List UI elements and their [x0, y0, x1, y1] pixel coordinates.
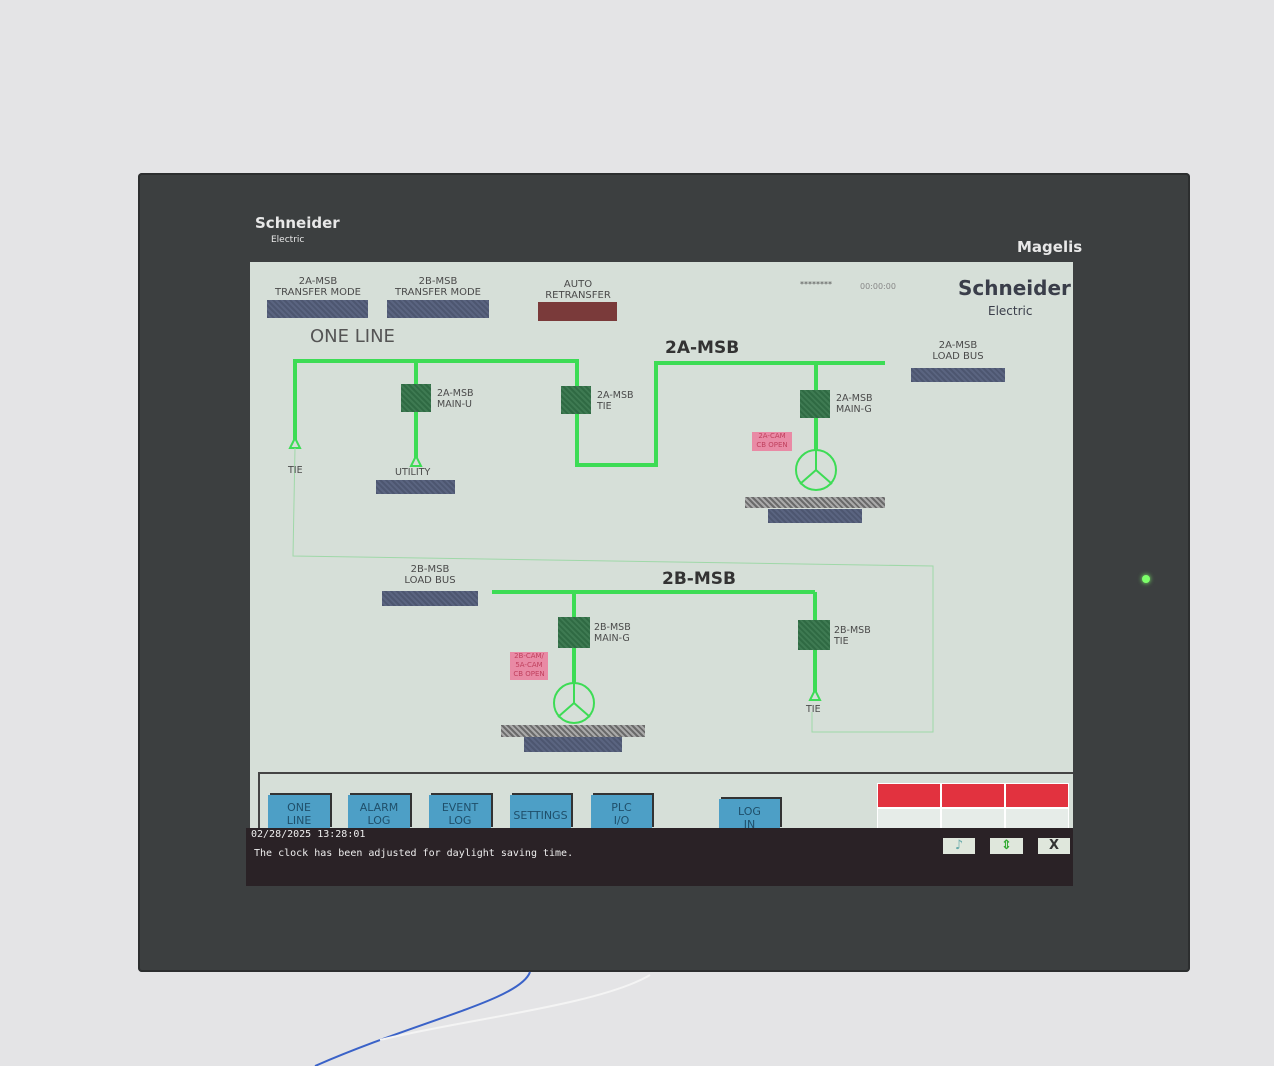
generator-2a-status: [745, 497, 885, 508]
model-label: Magelis: [1017, 238, 1083, 256]
nav-settings[interactable]: SETTINGS: [510, 795, 571, 829]
utility-label: UTILITY: [395, 467, 431, 478]
alarm-indicator-3[interactable]: [1005, 783, 1069, 808]
breaker-2a-tie[interactable]: [561, 386, 591, 414]
cable-blue: [314, 971, 531, 1066]
tie-2a-label: TIE: [288, 465, 303, 476]
utility-value: [376, 480, 455, 494]
message-text: The clock has been adjusted for daylight…: [254, 848, 574, 859]
auto-retransfer-value[interactable]: [538, 302, 617, 321]
user-field: ********: [800, 280, 832, 289]
tie-arrow-icons: [288, 435, 822, 701]
generator-2a-value: [768, 509, 862, 523]
tie-link: [292, 447, 934, 733]
breaker-2a-main-g[interactable]: [800, 390, 830, 418]
tie-2b-label: TIE: [806, 704, 821, 715]
cable-white: [379, 974, 651, 1041]
breaker-2a-main-u[interactable]: [401, 384, 431, 412]
generator-2b-status: [501, 725, 645, 737]
acknowledge-button[interactable]: ♪: [943, 838, 975, 854]
bell-icon: ♪: [954, 838, 964, 853]
bus-2b-title: 2B-MSB: [662, 569, 736, 589]
alarm-indicator-1[interactable]: [877, 783, 941, 808]
breaker-2b-tie[interactable]: [798, 620, 830, 650]
alarm-indicator-2[interactable]: [941, 783, 1005, 808]
message-timestamp: 02/28/2025 13:28:01: [251, 829, 366, 840]
breaker-2b-main-g[interactable]: [558, 617, 590, 648]
up-down-arrow-icon: ⇕: [1001, 838, 1012, 853]
clock: 00:00:00: [860, 282, 896, 291]
nav-divider: [258, 772, 1073, 774]
screen: [250, 262, 1073, 886]
load-bus-2b-value: [382, 591, 478, 606]
load-bus-2a-value: [911, 368, 1005, 382]
nav-border: [258, 772, 260, 828]
scroll-button[interactable]: ⇕: [990, 838, 1023, 854]
generator-2b-value: [524, 737, 622, 752]
power-led: [1142, 575, 1150, 583]
close-message-button[interactable]: X: [1038, 838, 1070, 854]
message-bar: [246, 828, 1073, 886]
bus-2a-title: 2A-MSB: [665, 338, 740, 358]
page-title: ONE LINE: [310, 326, 395, 347]
transfer-2a-value[interactable]: [267, 300, 368, 318]
bus-2a-line: [293, 359, 885, 467]
transfer-2b-value[interactable]: [387, 300, 489, 318]
